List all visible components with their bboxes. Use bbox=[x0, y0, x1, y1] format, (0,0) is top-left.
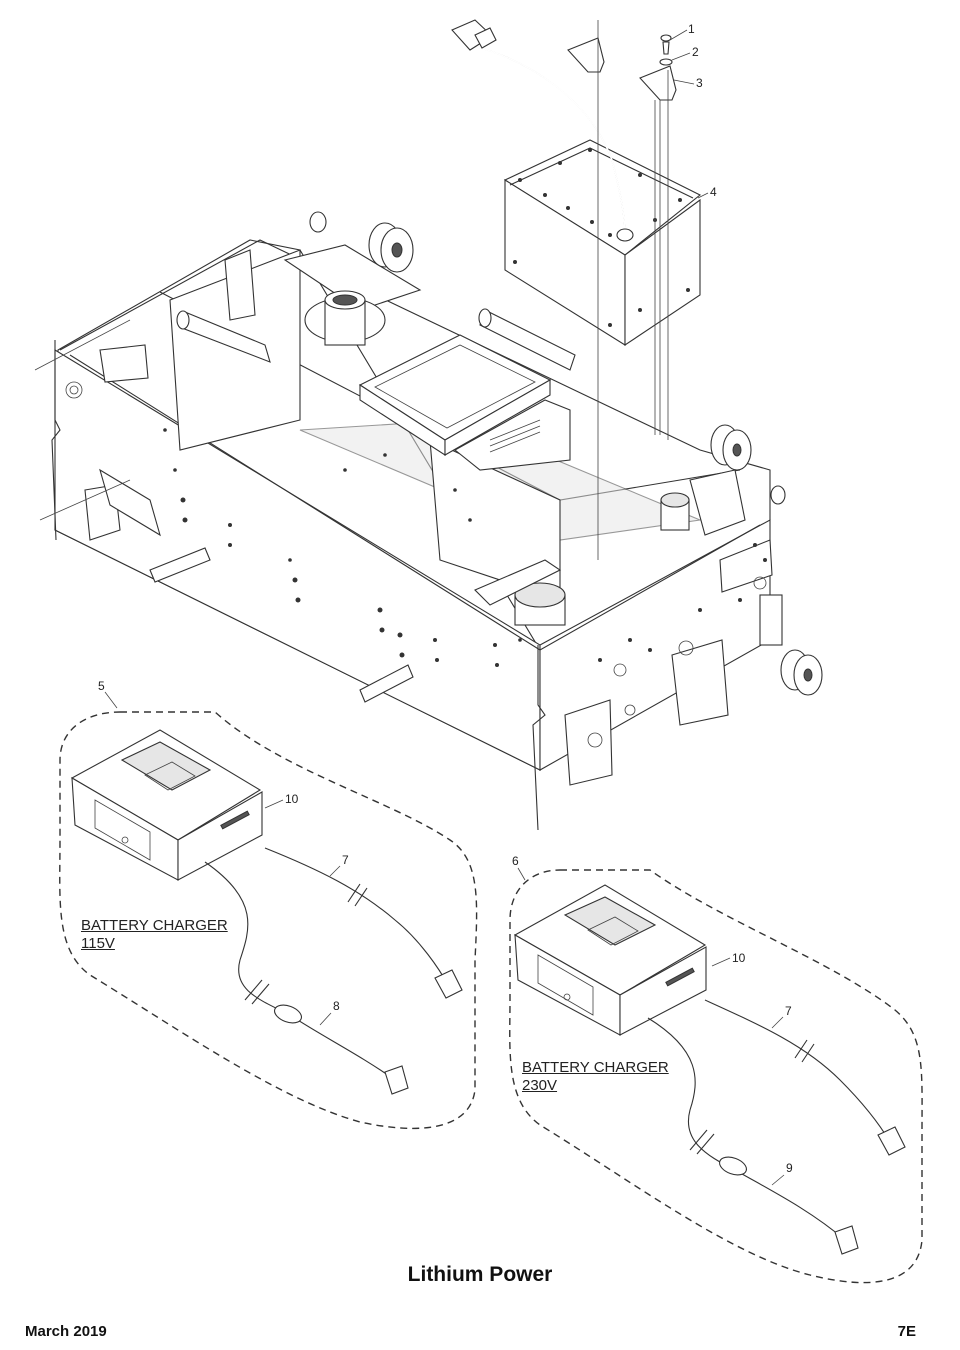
callout-5: 5 bbox=[98, 679, 105, 693]
callout-7b: 7 bbox=[785, 1004, 792, 1018]
machine-chassis bbox=[34, 211, 823, 831]
caster-wheels bbox=[309, 211, 823, 696]
charger-230v-group bbox=[509, 869, 923, 1284]
battery-assembly bbox=[451, 19, 702, 560]
charger-230v-label: BATTERY CHARGER 230V bbox=[522, 1059, 669, 1095]
charger-115v-label: BATTERY CHARGER 115V bbox=[81, 917, 228, 953]
charger-115v-group bbox=[59, 711, 478, 1130]
footer-date: March 2019 bbox=[25, 1323, 107, 1340]
callout-3: 3 bbox=[696, 76, 703, 90]
callout-9: 9 bbox=[786, 1161, 793, 1175]
callout-numbers: 1 2 3 4 5 6 7 7 8 9 10 10 bbox=[98, 22, 793, 1186]
charger-115v-label-line1: BATTERY CHARGER bbox=[81, 917, 228, 934]
callout-2: 2 bbox=[692, 45, 699, 59]
diagram-title: Lithium Power bbox=[407, 1263, 553, 1286]
callout-1: 1 bbox=[688, 22, 695, 36]
charger-230v-label-line2: 230V bbox=[522, 1077, 558, 1094]
callout-8: 8 bbox=[333, 999, 340, 1013]
footer-page-number: 7E bbox=[897, 1323, 916, 1340]
charger-115v-label-line2: 115V bbox=[81, 935, 115, 952]
callout-10a: 10 bbox=[285, 792, 299, 806]
callout-6: 6 bbox=[512, 854, 519, 868]
charger-230v-label-line1: BATTERY CHARGER bbox=[522, 1059, 669, 1076]
callout-10b: 10 bbox=[732, 951, 746, 965]
callout-4: 4 bbox=[710, 185, 717, 199]
callout-7a: 7 bbox=[342, 853, 349, 867]
